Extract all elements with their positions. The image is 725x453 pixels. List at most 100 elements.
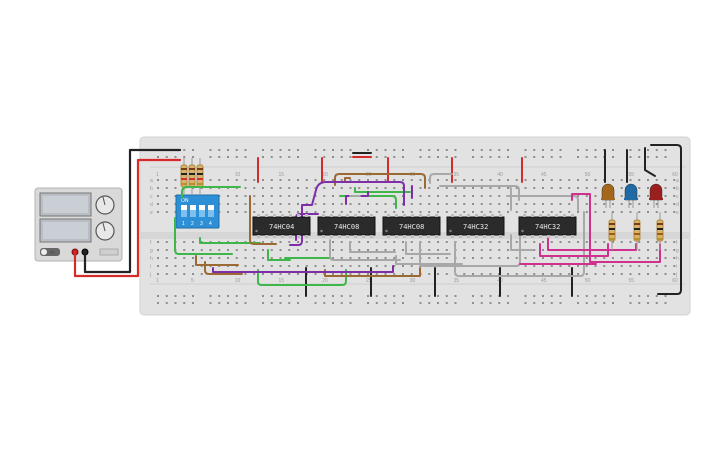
- hole: [550, 302, 553, 304]
- hole: [305, 265, 308, 267]
- hole: [384, 179, 387, 181]
- hole: [375, 156, 378, 158]
- chip-pin: [289, 235, 292, 238]
- dip-switch-4[interactable]: [208, 205, 214, 217]
- red-led[interactable]: [649, 183, 663, 208]
- chip-label: 74HC08: [334, 223, 359, 231]
- purple-wire-1: [289, 181, 405, 246]
- hole: [393, 249, 396, 251]
- hole: [542, 295, 544, 297]
- hole: [664, 211, 667, 213]
- resistor-body[interactable]: [633, 219, 641, 242]
- hole: [647, 179, 649, 181]
- resistor-band: [609, 238, 615, 240]
- hole: [288, 203, 291, 205]
- dip-switch-2[interactable]: [190, 205, 196, 217]
- hole: [612, 241, 614, 243]
- orange-led[interactable]: [601, 183, 615, 208]
- hole: [480, 295, 483, 297]
- hole: [262, 257, 264, 259]
- hole: [515, 273, 518, 275]
- hole: [445, 187, 448, 189]
- hole: [209, 149, 212, 151]
- hole: [367, 295, 369, 297]
- hole: [235, 195, 238, 197]
- hole: [594, 195, 597, 197]
- hole: [227, 195, 229, 197]
- dip-switch[interactable]: ON 1 2 3 4: [175, 194, 220, 229]
- hole: [402, 211, 404, 213]
- ic-chip[interactable]: 74HC32: [446, 214, 505, 238]
- chip-notch: [521, 229, 524, 233]
- hole: [664, 241, 667, 243]
- hole: [157, 249, 159, 251]
- row-letter: d: [150, 202, 153, 208]
- chip-pin: [370, 235, 373, 238]
- chip-pin: [427, 235, 430, 238]
- hole: [445, 179, 448, 181]
- hole: [384, 302, 387, 304]
- hole: [358, 179, 361, 181]
- hole: [165, 257, 168, 259]
- hole: [612, 203, 614, 205]
- hole: [638, 265, 641, 267]
- hole: [305, 249, 308, 251]
- hole: [297, 187, 299, 189]
- resistor-body[interactable]: [608, 219, 616, 242]
- hole: [480, 241, 483, 243]
- hole: [629, 273, 632, 275]
- hole: [332, 249, 334, 251]
- dip-pos-4: 4: [209, 221, 212, 227]
- hole: [647, 241, 649, 243]
- chip-pin: [419, 214, 422, 217]
- resistor-band: [609, 223, 615, 225]
- hole: [332, 203, 334, 205]
- hole: [314, 203, 317, 205]
- hole: [437, 156, 439, 158]
- hole: [673, 273, 676, 275]
- ic-chip[interactable]: 74HC08: [382, 214, 441, 238]
- hole: [288, 187, 291, 189]
- hole: [472, 295, 474, 297]
- hole: [279, 241, 282, 243]
- hole: [655, 265, 658, 267]
- hole: [227, 257, 229, 259]
- hole: [472, 249, 474, 251]
- hole: [340, 203, 343, 205]
- chip-pin: [563, 214, 566, 217]
- ic-chip[interactable]: 74HC08: [317, 214, 376, 238]
- hole: [227, 295, 229, 297]
- dip-switch-3[interactable]: [199, 205, 205, 217]
- hole: [585, 302, 588, 304]
- hole: [332, 156, 334, 158]
- hole: [577, 156, 579, 158]
- hole: [384, 211, 387, 213]
- hole: [647, 265, 649, 267]
- hole: [638, 187, 641, 189]
- resistor-body[interactable]: [656, 219, 664, 242]
- hole: [323, 265, 326, 267]
- chip-pin: [395, 235, 398, 238]
- hole: [489, 187, 492, 189]
- hole: [463, 195, 466, 197]
- hole: [314, 295, 317, 297]
- hole: [437, 249, 439, 251]
- chip-pin: [411, 214, 414, 217]
- hole: [454, 203, 457, 205]
- hole: [673, 179, 676, 181]
- ic-chip[interactable]: 74HC04: [252, 214, 311, 238]
- hole: [629, 179, 632, 181]
- hole: [183, 302, 186, 304]
- chip-pin: [322, 214, 325, 217]
- hole: [524, 273, 527, 275]
- ic-chip[interactable]: 74HC32: [518, 214, 577, 238]
- hole: [445, 241, 448, 243]
- hole: [165, 195, 168, 197]
- hole: [367, 273, 369, 275]
- hole: [209, 249, 212, 251]
- dip-switch-1[interactable]: [181, 205, 187, 217]
- hole: [209, 179, 212, 181]
- brown-wire-2: [204, 261, 243, 275]
- hole: [288, 273, 291, 275]
- blue-led[interactable]: [624, 183, 638, 208]
